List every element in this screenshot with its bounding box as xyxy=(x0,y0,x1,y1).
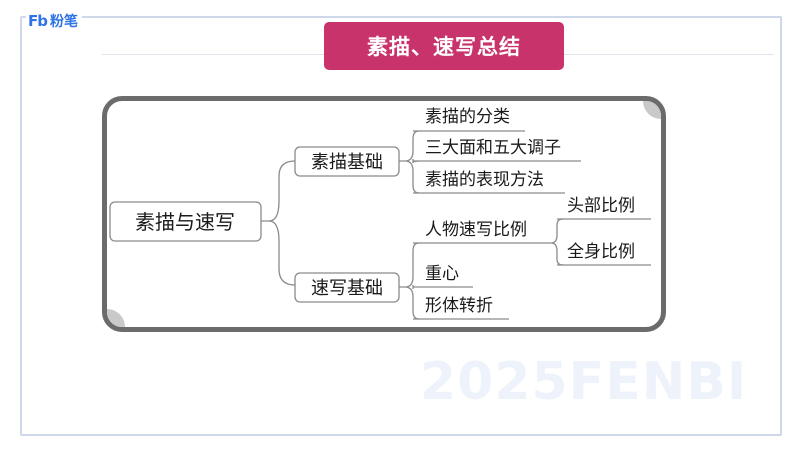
fenbi-logo: Fb 粉笔 xyxy=(26,9,82,33)
sub-connector-proportions xyxy=(545,218,564,266)
branch-connector-sketch xyxy=(399,130,420,194)
root-connector xyxy=(261,160,296,286)
leaf-three-planes-five-tones: 三大面和五大调子 xyxy=(425,138,561,158)
leaf-figure-proportions: 人物速写比例 xyxy=(425,220,527,240)
root-node: 素描与速写 xyxy=(135,210,235,234)
leaf-sketch-techniques: 素描的表现方法 xyxy=(425,170,544,190)
branch-node-quick-sketch-basics: 速写基础 xyxy=(311,278,383,299)
mindmap-card: 素描与速写 素描基础 素描的分类 三大面和五大调子 素描的表现方法 速写基础 人… xyxy=(102,96,666,332)
leaf-sketch-classification: 素描的分类 xyxy=(425,107,510,127)
slide-title: 素描、速写总结 xyxy=(324,22,564,70)
watermark: 2025FENBI xyxy=(420,352,748,412)
leaf-form-turning: 形体转折 xyxy=(425,296,493,316)
branch-node-sketch-basics: 素描基础 xyxy=(311,152,383,173)
mindmap-diagram: 素描与速写 素描基础 素描的分类 三大面和五大调子 素描的表现方法 速写基础 人… xyxy=(109,107,651,320)
branch-connector-quick-sketch xyxy=(399,242,420,320)
leaf-full-body-proportions: 全身比例 xyxy=(567,242,635,262)
leaf-head-proportions: 头部比例 xyxy=(567,196,635,216)
brand-name: 粉笔 xyxy=(49,14,78,30)
leaf-center-of-gravity: 重心 xyxy=(425,264,459,284)
brand-mark: Fb xyxy=(28,12,48,30)
